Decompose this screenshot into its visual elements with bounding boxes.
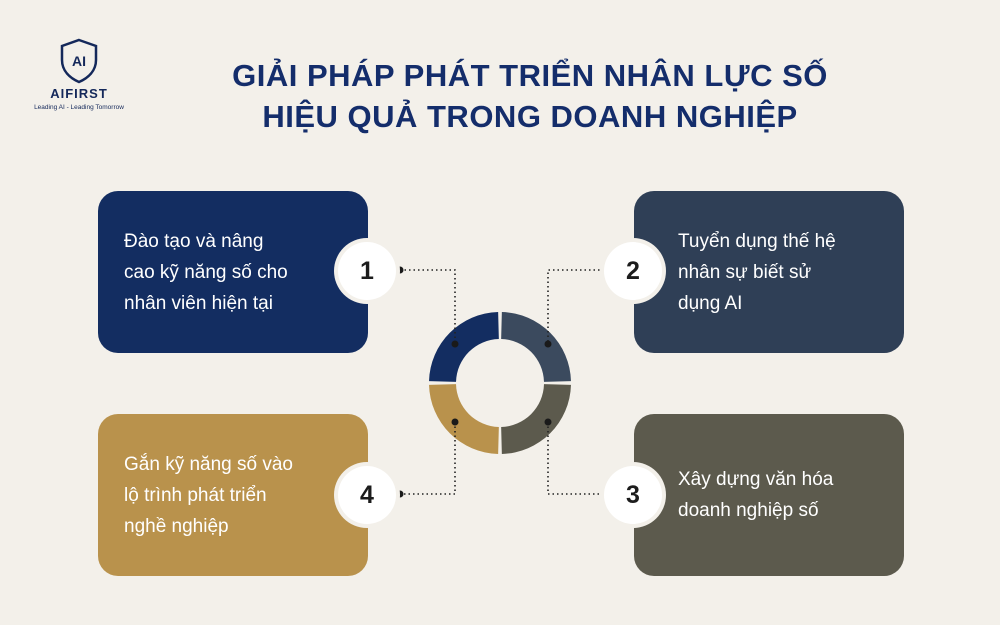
ring-segment-3: [501, 384, 571, 454]
step-number-2: 2: [604, 242, 662, 300]
step-number-3: 3: [604, 466, 662, 524]
step-card-2: Tuyển dụng thế hệ nhân sự biết sử dụng A…: [634, 191, 904, 353]
step-text-4: Gắn kỹ năng số vào lộ trình phát triển n…: [124, 453, 293, 537]
connector-dot: [396, 490, 404, 498]
connector-1: [400, 269, 456, 344]
brand-tagline: Leading AI - Leading Tomorrow: [34, 104, 124, 111]
step-card-3: Xây dựng văn hóa doanh nghiệp số: [634, 414, 904, 576]
step-text-1: Đào tạo và nâng cao kỹ năng số cho nhân …: [124, 230, 288, 314]
step-number-1: 1: [338, 242, 396, 300]
connector-3: [547, 422, 604, 495]
connector-dot: [544, 340, 552, 348]
connector-dot: [451, 418, 459, 426]
logo-mark: AI: [72, 53, 86, 69]
step-card-1: Đào tạo và nâng cao kỹ năng số cho nhân …: [98, 191, 368, 353]
step-text-2: Tuyển dụng thế hệ nhân sự biết sử dụng A…: [678, 230, 836, 314]
title-line-2: HIỆU QUẢ TRONG DOANH NGHIỆP: [262, 99, 798, 134]
shield-logo-icon: AI: [60, 38, 98, 84]
page-title: GIẢI PHÁP PHÁT TRIỂN NHÂN LỰC SỐ HIỆU QU…: [150, 55, 910, 137]
connector-2: [547, 269, 604, 344]
cycle-ring: [429, 312, 571, 454]
connector-4: [400, 422, 456, 495]
connector-dot: [451, 340, 459, 348]
title-line-1: GIẢI PHÁP PHÁT TRIỂN NHÂN LỰC SỐ: [232, 58, 828, 93]
connector-dot: [396, 266, 404, 274]
step-number-4: 4: [338, 466, 396, 524]
connector-dot: [544, 418, 552, 426]
step-card-4: Gắn kỹ năng số vào lộ trình phát triển n…: [98, 414, 368, 576]
logo: AI AIFIRST Leading AI - Leading Tomorrow: [24, 38, 134, 111]
ring-segment-2: [501, 312, 571, 382]
ring-segment-4: [429, 384, 499, 454]
brand-name: AIFIRST: [50, 86, 108, 101]
step-text-3: Xây dựng văn hóa doanh nghiệp số: [678, 469, 834, 521]
ring-segment-1: [429, 312, 499, 382]
